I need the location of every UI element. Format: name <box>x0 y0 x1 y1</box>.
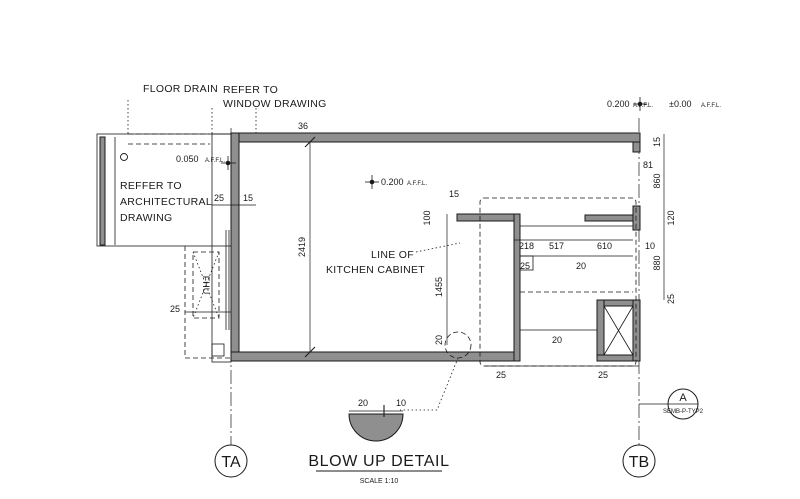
level-label-3: 0.200 <box>607 99 630 109</box>
dim-20-a: 20 <box>434 335 444 345</box>
level-label-2: 0.200 <box>381 177 404 187</box>
dim-36: 36 <box>298 121 308 131</box>
level-label-1: 0.050 <box>176 154 199 164</box>
grid-label-tb: TB <box>629 454 649 471</box>
section-marker-letter: A <box>679 392 687 404</box>
level-marker-2 <box>365 175 379 189</box>
balcony-wall <box>99 136 106 246</box>
dim-25-a: 25 <box>214 193 224 203</box>
dim-25-b: 25 <box>170 304 180 314</box>
dim-15-c: 15 <box>652 137 662 147</box>
kitchen-right-stub <box>584 214 638 222</box>
kitchen-wall-left <box>513 213 521 362</box>
note-refer-arch-3: DRAWING <box>120 212 172 224</box>
note-refer-window-2: WINDOW DRAWING <box>223 98 327 110</box>
note-refer-window-1: REFER TO <box>223 84 278 96</box>
service-wall-left <box>596 299 605 362</box>
dim-880: 880 <box>652 255 662 270</box>
grid-label-ta: TA <box>221 454 241 471</box>
note-refer-arch-2: ARCHITECTURAL <box>120 196 212 208</box>
dim-218: 218 <box>519 241 534 251</box>
dim-120: 120 <box>666 210 676 225</box>
dim-25-f: 25 <box>666 294 676 304</box>
level-affl-2: A.F.F.L. <box>407 181 427 187</box>
drawing-scale: SCALE 1:10 <box>360 478 399 485</box>
kitchen-cabinet-leader <box>415 242 461 253</box>
dim-25-e: 25 <box>598 370 608 380</box>
note-refer-arch-1: REFFER TO <box>120 180 182 192</box>
floor-drain-symbol <box>120 153 128 161</box>
dim-1455: 1455 <box>434 277 444 297</box>
service-wall-bottom <box>596 354 638 362</box>
dim-25-c: 25 <box>520 261 530 271</box>
dim-20-b: 20 <box>576 261 586 271</box>
dim-81: 81 <box>643 160 653 170</box>
note-kitchen-2: KITCHEN CABINET <box>326 264 425 276</box>
dim-20-d: 20 <box>358 398 368 408</box>
left-wall <box>230 132 240 362</box>
dim-15-b: 15 <box>449 189 459 199</box>
cabinet-box <box>519 255 534 271</box>
detail-callout-leader <box>400 357 459 411</box>
section-marker-ref: SEMB-P-TYP2 <box>663 409 704 415</box>
level-marker-1 <box>221 156 236 170</box>
right-wall-lower <box>632 205 641 231</box>
kitchen-wall-top <box>456 213 520 222</box>
dim-20-c: 20 <box>552 335 562 345</box>
grid-bubble-tb <box>622 444 656 478</box>
fhu-label: FHU <box>201 276 211 295</box>
note-kitchen-1: LINE OF <box>371 249 414 261</box>
dim-10-b: 10 <box>396 398 406 408</box>
drawing-title: BLOW UP DETAIL <box>308 453 449 470</box>
dim-860: 860 <box>652 173 662 188</box>
level-label-4: ±0.00 <box>669 99 691 109</box>
blow-up-detail-shape <box>348 413 404 442</box>
note-floor-drain: FLOOR DRAIN <box>143 83 218 95</box>
fhu-box <box>192 251 220 319</box>
grid-bubble-ta <box>214 444 248 478</box>
dim-line-2419-tick-top <box>304 136 316 148</box>
dim-25-d: 25 <box>496 370 506 380</box>
right-wall-upper <box>632 141 641 153</box>
dim-15-a: 15 <box>243 193 253 203</box>
dim-610: 610 <box>597 241 612 251</box>
dim-517: 517 <box>549 241 564 251</box>
level-affl-4: A.F.F.L. <box>701 103 721 109</box>
dim-2419: 2419 <box>297 237 307 257</box>
top-wall <box>230 132 641 143</box>
bottom-wall <box>230 351 520 362</box>
fhu-base <box>211 343 225 357</box>
service-diag-2 <box>603 305 634 356</box>
level-marker-3 <box>633 97 647 111</box>
level-affl-1: A.F.F.L. <box>205 158 225 164</box>
level-affl-3: A.F.F.L. <box>633 103 653 109</box>
dim-10-a: 10 <box>645 241 655 251</box>
dim-line-2419-tick-bot <box>304 346 316 358</box>
service-wall-right <box>632 299 641 362</box>
dim-100: 100 <box>422 210 432 225</box>
